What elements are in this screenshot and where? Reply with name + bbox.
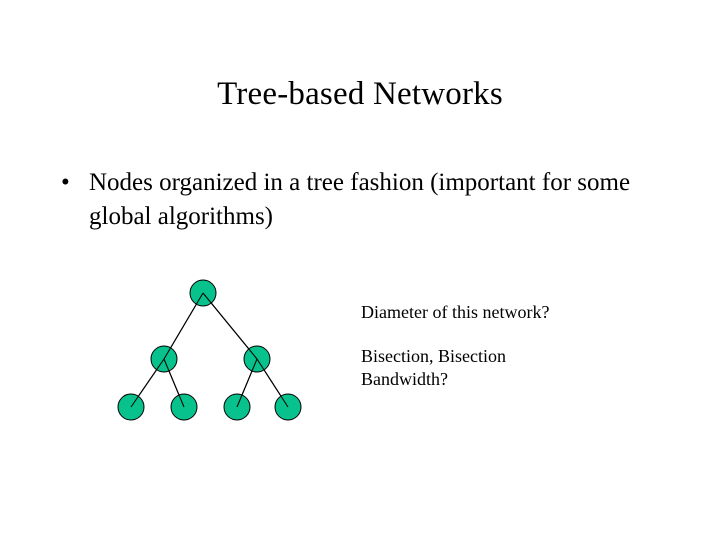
list-item: • Nodes organized in a tree fashion (imp… xyxy=(56,166,668,234)
edge-overlay-mleft-leaf2 xyxy=(163,358,185,408)
tree-nodes xyxy=(117,279,302,421)
edge-overlay-root-mleft xyxy=(163,292,204,360)
bullet-list: • Nodes organized in a tree fashion (imp… xyxy=(56,166,668,234)
tree-diagram-svg xyxy=(117,279,302,421)
tree-edges-overlay xyxy=(130,292,289,408)
tree-diagram xyxy=(100,270,320,430)
edge-overlay-mright-leaf3 xyxy=(236,358,258,408)
bullet-text: Nodes organized in a tree fashion (impor… xyxy=(89,169,631,230)
edge-overlay-root-mright xyxy=(202,292,258,360)
page-title: Tree-based Networks xyxy=(217,76,503,112)
annotation-diameter: Diameter of this network? xyxy=(361,302,550,322)
bullet-marker-icon: • xyxy=(61,169,70,196)
edge-overlay-mleft-leaf1 xyxy=(130,358,165,408)
annotation-bisection: Bisection, Bisection Bandwidth? xyxy=(361,346,506,389)
edge-overlay-mright-leaf4 xyxy=(256,358,289,408)
